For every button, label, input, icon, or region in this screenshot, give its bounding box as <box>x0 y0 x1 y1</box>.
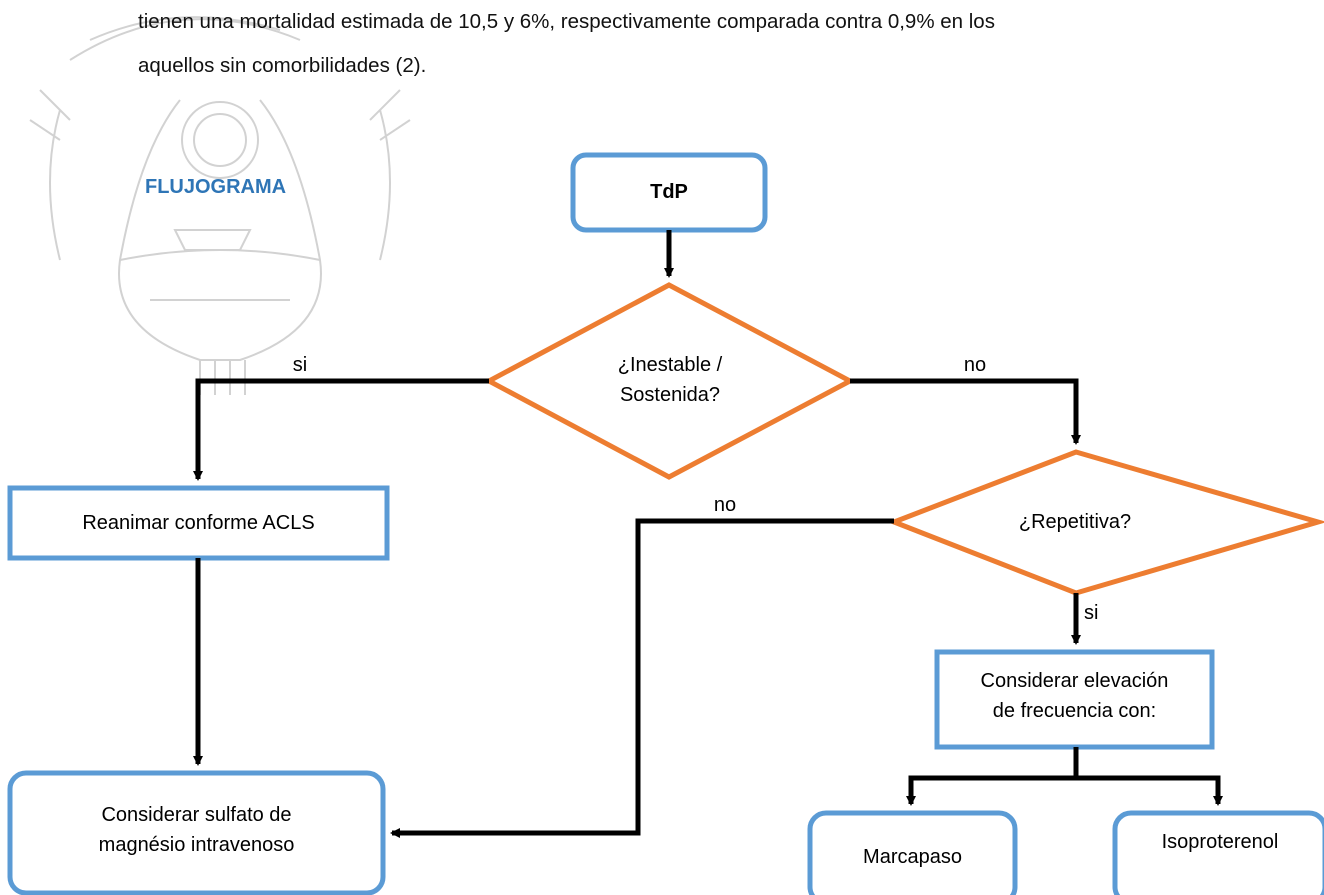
decision1-line1: ¿Inestable / <box>617 354 723 376</box>
decision2-label: ¿Repetitiva? <box>1018 511 1132 533</box>
edge-label-d2-no: no <box>713 494 737 516</box>
magnesio-line1: Considerar sulfato de <box>101 804 292 826</box>
decision1-line2: Sostenida? <box>619 384 721 406</box>
elevacion-node <box>934 649 1215 750</box>
isoproterenol-node <box>1112 810 1324 895</box>
edge-elevacion-split <box>906 747 1079 806</box>
paragraph-line: aquellos sin comorbilidades (2). <box>138 54 427 77</box>
decision1-label: ¿Inestable / Sostenida? <box>570 350 770 410</box>
elevacion-label: Considerar elevación de frecuencia con: <box>937 666 1212 726</box>
elevacion-line2: de frecuencia con: <box>992 700 1157 722</box>
reanimar-node <box>7 485 390 561</box>
marcapaso-node <box>807 810 1018 895</box>
edge-label-d2-yes: si <box>1084 602 1099 624</box>
marcapaso-label: Marcapaso <box>863 846 962 868</box>
edge-d1-no <box>850 378 1081 445</box>
elevacion-line1: Considerar elevación <box>980 670 1169 692</box>
edge-label-d1-no: no <box>963 354 987 376</box>
paragraph-line: tienen una mortalidad estimada de 10,5 y… <box>138 10 995 33</box>
edge-label-d1-yes: si <box>292 354 308 376</box>
edge-elevacion-isoproterenol <box>1076 775 1223 806</box>
magnesio-label: Considerar sulfato de magnésio intraveno… <box>10 800 383 860</box>
body-paragraph: tienen una mortalidad estimada de 10,5 y… <box>138 0 1298 88</box>
magnesio-node <box>7 770 386 895</box>
reanimar-label: Reanimar conforme ACLS <box>82 512 315 534</box>
decision-inestable <box>483 282 856 480</box>
magnesio-line2: magnésio intravenoso <box>98 834 295 856</box>
edge-d1-yes <box>193 378 489 481</box>
edge-d2-no <box>390 518 894 838</box>
start-label: TdP <box>650 181 688 203</box>
isoproterenol-label: Isoproterenol <box>1161 831 1279 853</box>
section-title: FLUJOGRAMA <box>145 176 287 198</box>
